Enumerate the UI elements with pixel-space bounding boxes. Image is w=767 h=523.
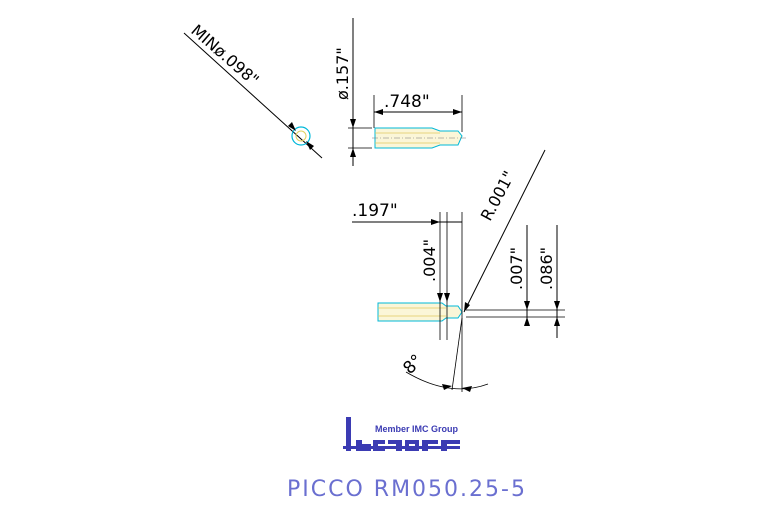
iscar-wordmark-icon — [343, 417, 460, 451]
offset-label: .197" — [352, 201, 398, 221]
radius-arrow — [464, 302, 470, 312]
min-diameter-arrow-2 — [306, 141, 314, 150]
height-b-arrow-top — [554, 301, 560, 310]
detail-tool-body — [377, 302, 463, 322]
shank-view: ø.157" .748" — [333, 18, 466, 166]
diameter-arrow-top — [350, 119, 356, 128]
min-diameter-label: MINø.098" — [187, 21, 262, 90]
width-arrow-1 — [437, 293, 443, 302]
part-title: PICCO RM050.25-5 — [287, 477, 527, 502]
min-hole-outer-circle — [291, 126, 311, 146]
angle-arrow-1 — [442, 384, 452, 390]
min-diameter-view: MINø.098" — [183, 21, 323, 159]
angle-arc — [405, 371, 489, 390]
height-a-arrow-top — [524, 301, 530, 310]
height-a-label: .007" — [507, 247, 526, 290]
height-b-arrow-bottom — [554, 317, 560, 326]
width-arrow-2 — [444, 293, 450, 302]
min-diameter-leader-line — [183, 32, 323, 159]
diameter-label: ø.157" — [333, 47, 352, 100]
logo-tagline: Member IMC Group — [375, 424, 459, 434]
offset-arrow — [431, 219, 440, 225]
diameter-arrow-bottom — [350, 148, 356, 157]
angle-side-line — [451, 317, 463, 391]
min-hole-inner-circle — [295, 130, 307, 142]
min-diameter-arrow-1 — [288, 122, 296, 131]
height-a-arrow-bottom — [524, 317, 530, 326]
iscar-logo: Member IMC Group — [343, 417, 460, 451]
radius-leader-line — [463, 149, 546, 313]
width-label: .004" — [420, 239, 439, 282]
height-b-label: .086" — [537, 247, 556, 290]
angle-label: 8° — [399, 351, 427, 379]
detail-view: .197" .004" R.001" .007" .086" 8° — [352, 149, 565, 392]
length-arrow-right — [453, 109, 462, 115]
length-label: .748" — [384, 92, 430, 112]
length-arrow-left — [374, 109, 383, 115]
angle-arrow-2 — [462, 386, 472, 392]
